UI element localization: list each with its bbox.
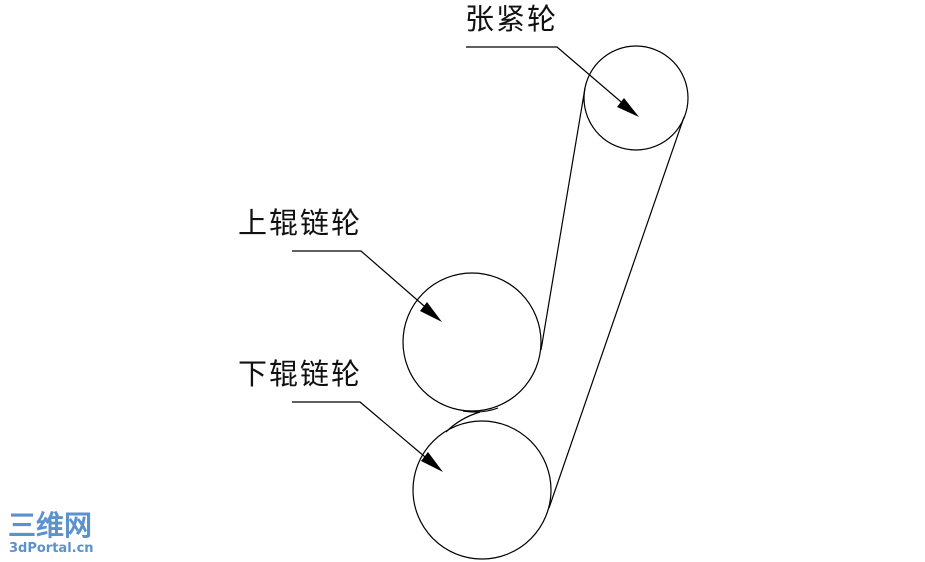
upper-sprocket-wheel — [402, 272, 542, 412]
watermark-logo: 三维网 3dPortal.cn — [8, 509, 94, 556]
tensioner-wheel — [583, 45, 689, 151]
chain-crossover-span — [462, 407, 499, 413]
upper-sprocket-arrowhead — [420, 302, 442, 322]
tensioner-leader-line — [466, 46, 628, 108]
lower-sprocket-arrowhead — [421, 452, 443, 472]
chain-lower-left-span — [445, 411, 481, 433]
watermark-logo-text: 三维网 — [8, 509, 92, 542]
upper-sprocket-leader-line — [292, 250, 432, 313]
lower-sprocket-leader-line — [292, 401, 432, 463]
chain-right-span — [548, 116, 685, 509]
upper-sprocket-label: 上辊链轮 — [238, 206, 362, 240]
chain-left-upper-span — [540, 87, 586, 351]
lower-sprocket-wheel — [412, 420, 552, 560]
lower-sprocket-label: 下辊链轮 — [238, 357, 362, 391]
tensioner-arrowhead — [617, 98, 639, 117]
tensioner-label: 张紧轮 — [465, 2, 558, 36]
watermark-site-text: 3dPortal.cn — [9, 541, 94, 556]
